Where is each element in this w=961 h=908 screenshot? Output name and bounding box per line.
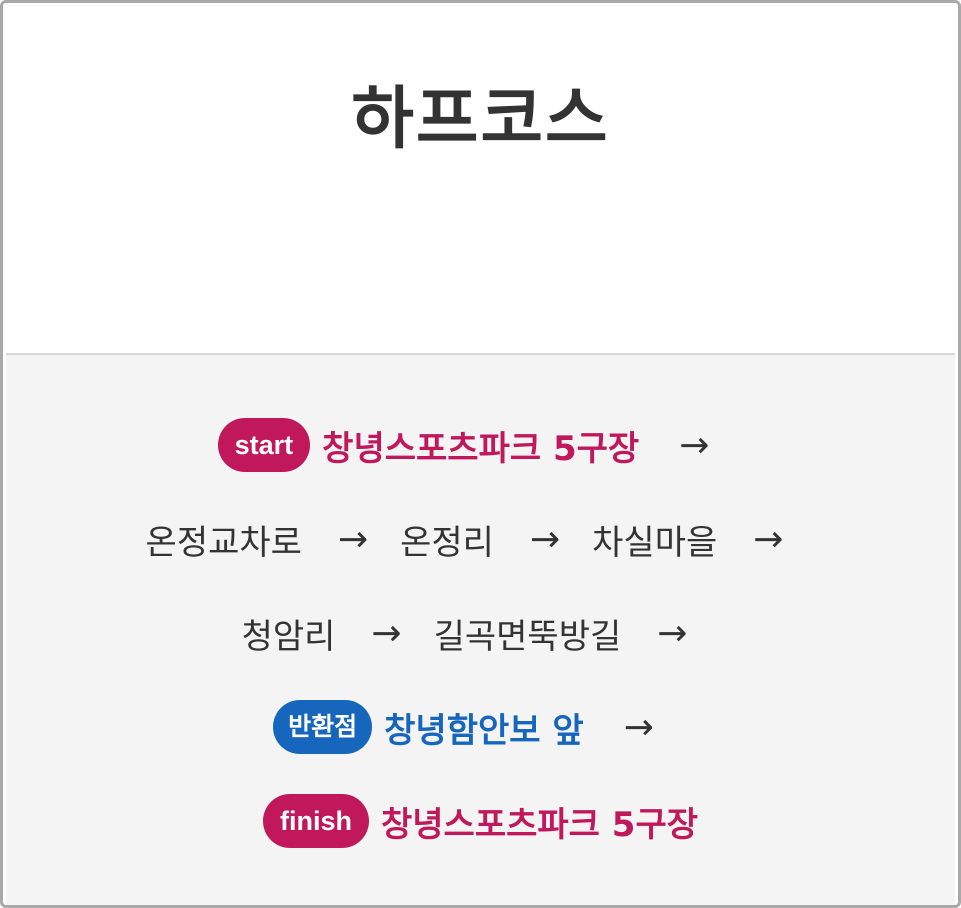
arrow-right-icon: → — [753, 518, 784, 560]
turnaround-badge: 반환점 — [273, 700, 373, 754]
route-row-finish: finish 창녕스포츠파크 5구장 — [6, 791, 955, 851]
arrow-right-icon: → — [679, 424, 710, 466]
arrow-right-icon: → — [529, 518, 561, 560]
route-row-start: start 창녕스포츠파크 5구장 → — [6, 415, 955, 475]
waypoint: 청암리 — [241, 616, 336, 657]
waypoint: 온정리 — [400, 522, 494, 563]
route-row-turnaround: 반환점 창녕함안보 앞 → — [6, 697, 955, 757]
finish-place: 창녕스포츠파크 5구장 — [380, 804, 698, 845]
arrow-right-icon: → — [371, 612, 402, 654]
arrow-right-icon: → — [337, 518, 369, 560]
waypoint: 길곡면뚝방길 — [433, 616, 622, 657]
finish-badge: finish — [262, 794, 369, 848]
start-place: 창녕스포츠파크 5구장 — [322, 428, 640, 469]
route-panel: start 창녕스포츠파크 5구장 → 온정교차로 → 온정리 → 차실마을 →… — [6, 353, 955, 905]
route-row-waypoints-1: 온정교차로 → 온정리 → 차실마을 → — [6, 509, 955, 569]
arrow-right-icon: → — [657, 612, 688, 654]
arrow-right-icon: → — [623, 706, 654, 748]
card-header: 하프코스 — [3, 3, 958, 353]
waypoint: 온정교차로 — [145, 522, 302, 563]
route-row-waypoints-2: 청암리 → 길곡면뚝방길 → — [6, 603, 955, 663]
start-badge: start — [217, 418, 311, 472]
turnaround-place: 창녕함안보 앞 — [384, 710, 584, 751]
waypoint: 차실마을 — [592, 522, 718, 563]
course-title: 하프코스 — [351, 80, 610, 159]
